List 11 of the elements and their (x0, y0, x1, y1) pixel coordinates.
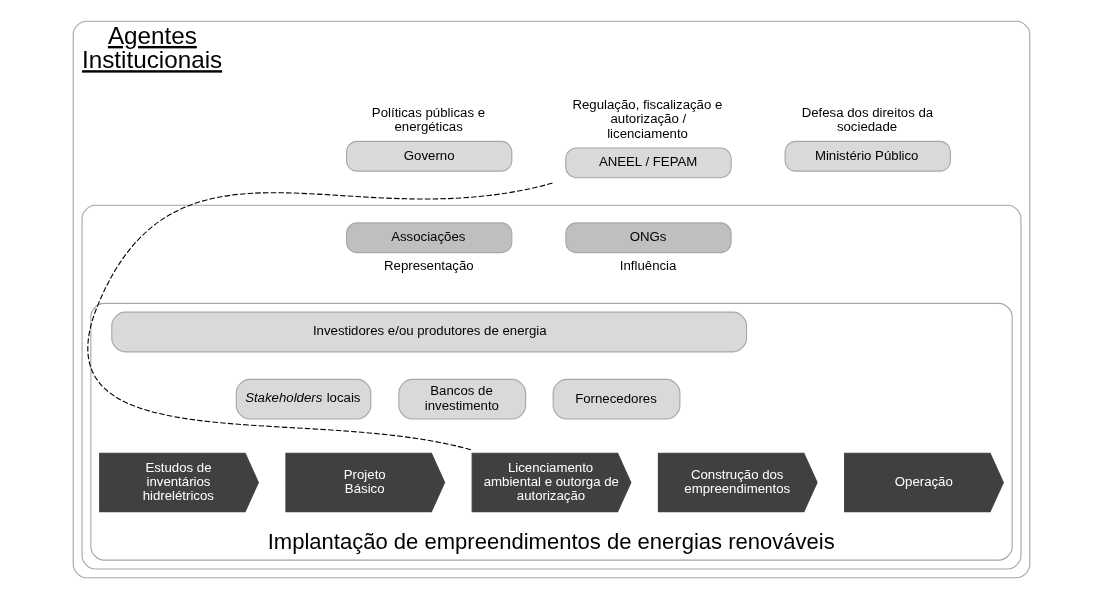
node-label: Defesa dos direitos da sociedade (801, 104, 934, 134)
node-label: Influência (619, 257, 677, 273)
node-box: Stakeholders locais (235, 378, 372, 420)
node-box: Bancos de investimento (398, 378, 527, 420)
cluster (81, 204, 1022, 570)
node-label: Representação (383, 257, 474, 273)
node-label: Políticas públicas e energéticas (371, 104, 486, 134)
connector (87, 182, 553, 451)
node-label: Regulação, fiscalização e autorização / licenciamento (572, 96, 723, 141)
node-box: Fornecedores (552, 378, 681, 420)
node-box: Investidores e/ou produtores de energia (111, 311, 748, 353)
